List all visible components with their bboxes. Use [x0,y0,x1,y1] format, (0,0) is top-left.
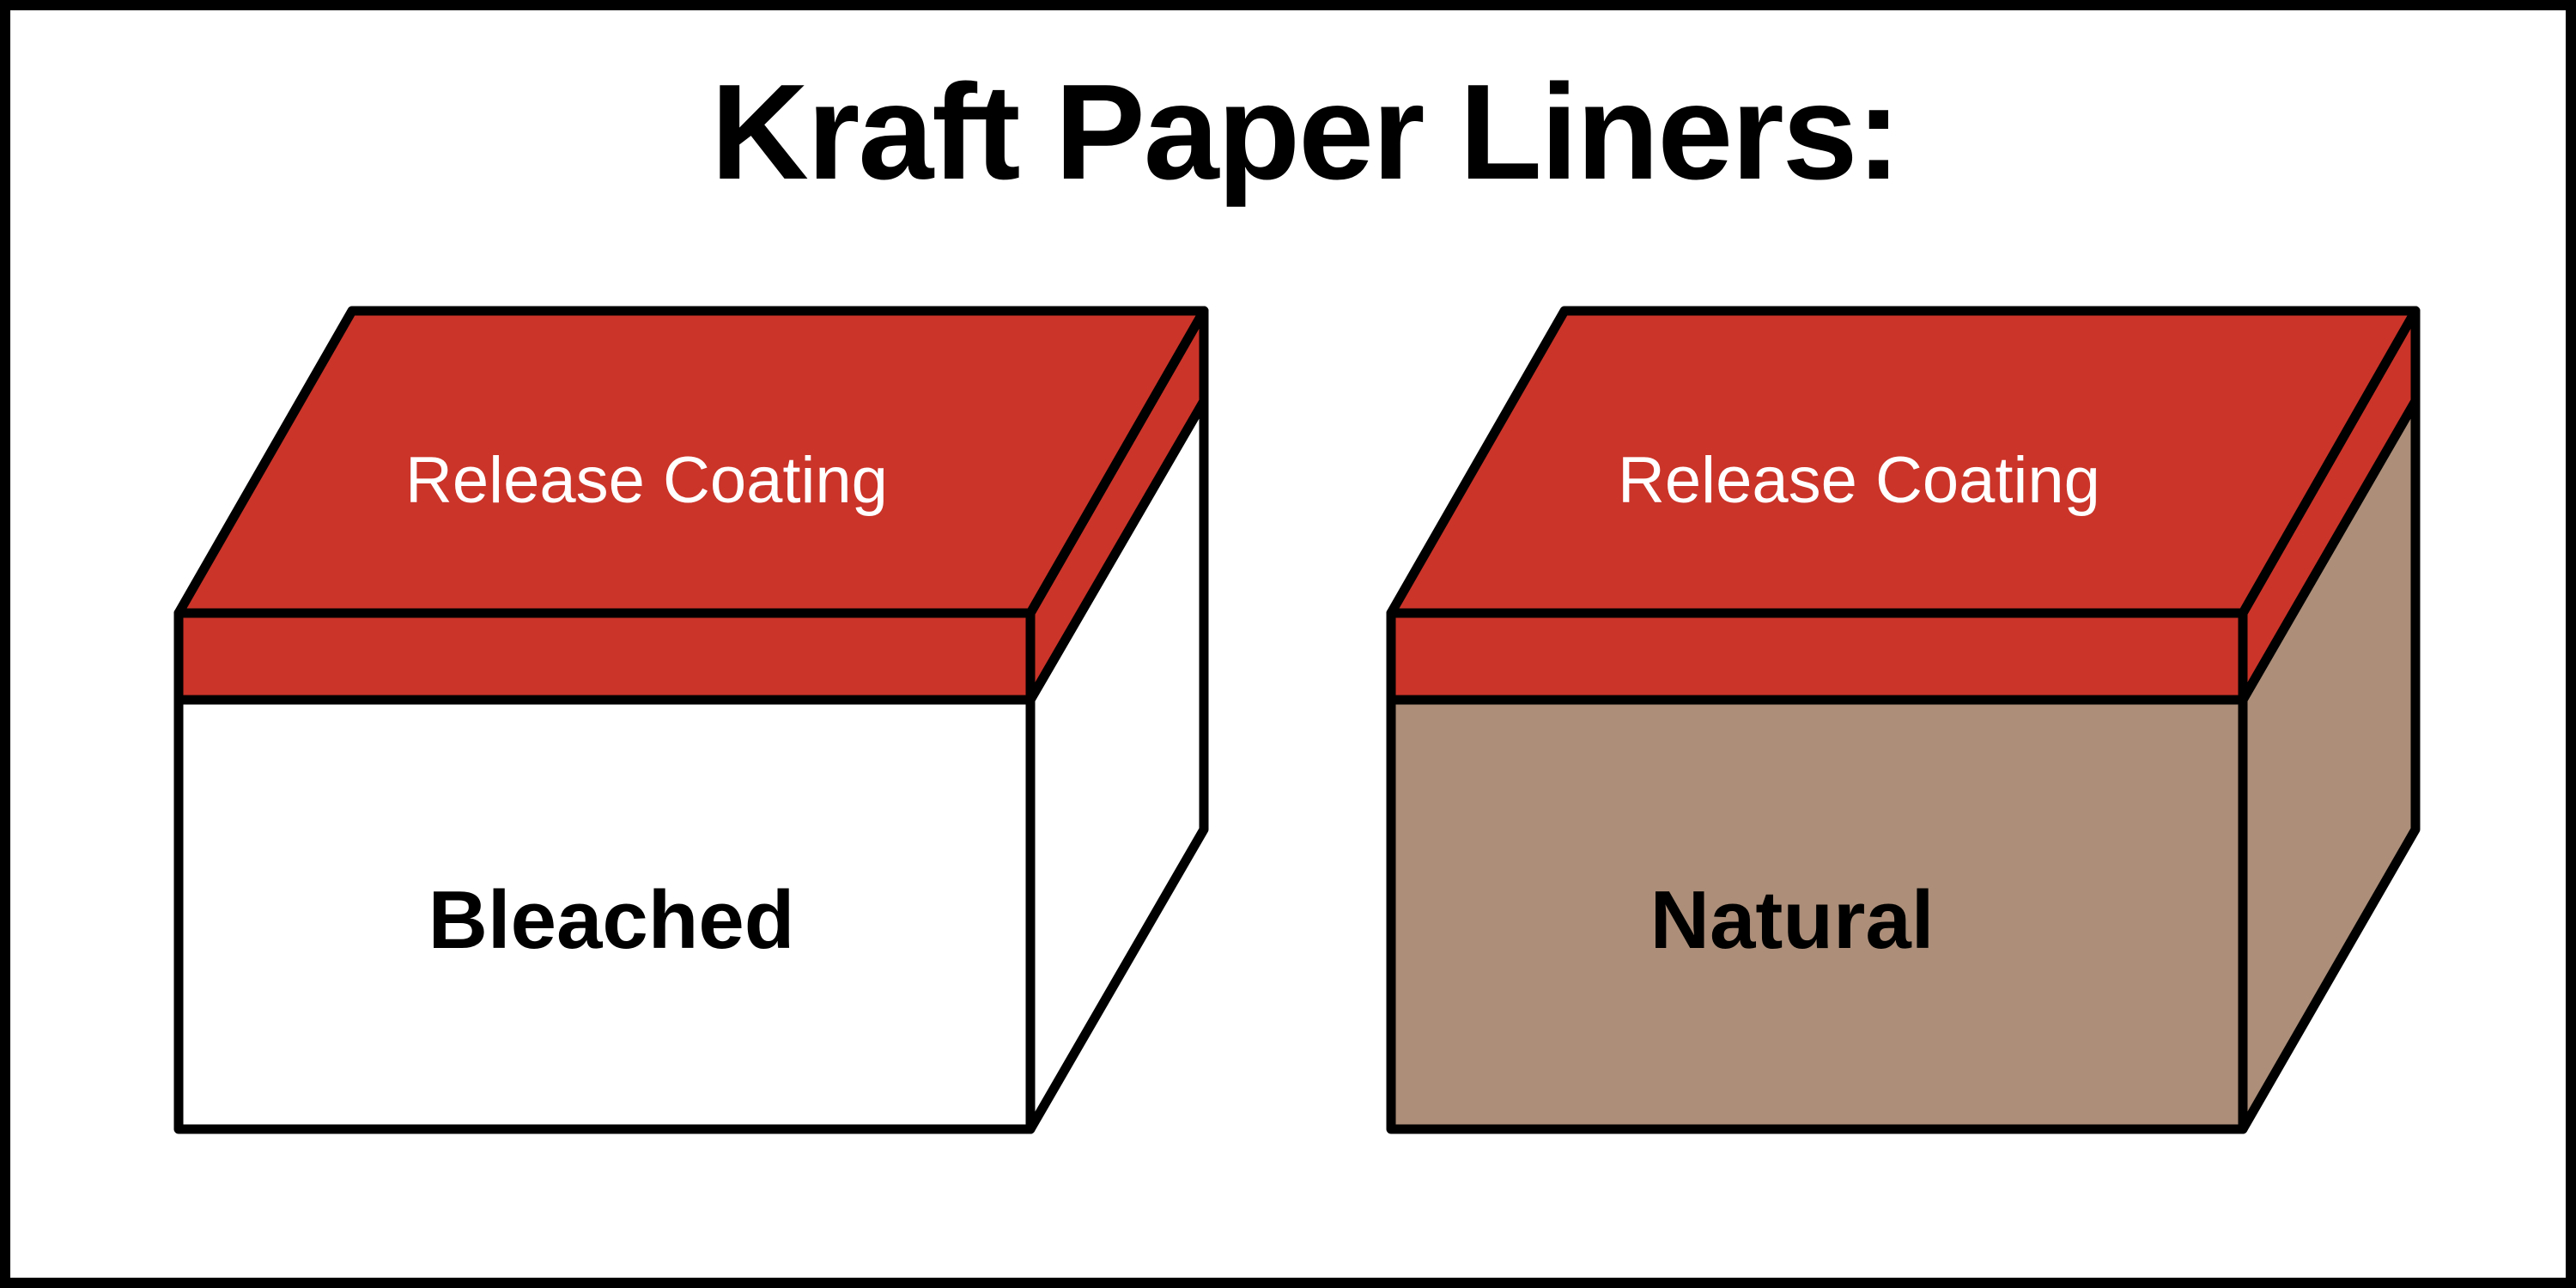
natural-coating-label: Release Coating [1618,444,2100,517]
bleached-body-label: Bleached [428,874,795,966]
natural-liner-block: Release Coating Natural [1386,306,2421,1134]
bleached-coating-label: Release Coating [405,444,888,517]
bleached-coating-top [173,306,1209,618]
natural-coating-front [1386,608,2248,705]
bleached-coating-front [173,608,1036,705]
bleached-liner-block: Release Coating Bleached [173,306,1209,1134]
natural-body-label: Natural [1650,874,1935,966]
natural-coating-top [1386,306,2421,618]
diagram-title: Kraft Paper Liners: [711,57,1899,208]
